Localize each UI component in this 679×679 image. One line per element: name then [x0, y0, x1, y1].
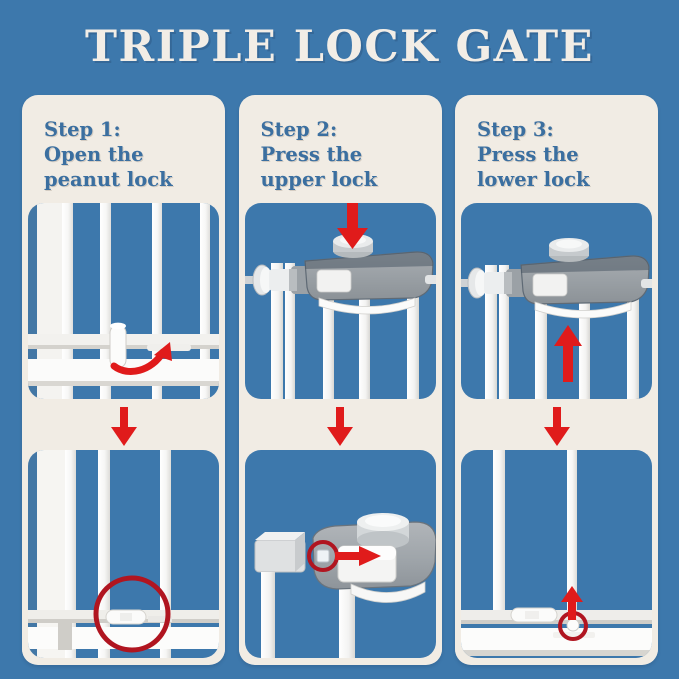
page-title: TRIPLE LOCK GATE — [85, 22, 594, 72]
step-1-line-3: peanut lock — [44, 168, 173, 191]
arrow-down-icon — [327, 407, 353, 446]
step-2-line-2: Press the — [260, 143, 363, 166]
step-1-line-2: Open the — [44, 143, 144, 166]
step-1-caption: Step 1: Open the peanut lock — [44, 117, 215, 192]
step-3-line-1: Step 3: — [477, 118, 554, 141]
step-3-top-photo — [455, 203, 658, 403]
step-3-line-2: Press the — [477, 143, 579, 166]
step-2-line-1: Step 2: — [260, 118, 338, 141]
step-3-flow-arrow — [455, 405, 658, 449]
step-card-2: Step 2: Press the upper lock — [238, 95, 442, 665]
step-card-1: Step 1: Open the peanut lock — [22, 95, 225, 665]
step-2-top-photo — [238, 203, 442, 403]
arrow-down-icon — [543, 407, 570, 446]
step-2-line-3: upper lock — [260, 168, 378, 191]
step-card-3: Step 3: Press the lower lock — [455, 95, 658, 665]
step-3-bottom-photo — [455, 450, 658, 662]
arrow-down-icon — [110, 407, 137, 446]
step-1-bottom-photo — [22, 450, 225, 662]
steps-container: Step 1: Open the peanut lock — [22, 95, 658, 665]
step-2-bottom-photo — [238, 450, 442, 662]
step-1-top-photo — [22, 203, 225, 403]
step-1-line-1: Step 1: — [44, 118, 121, 141]
step-3-caption: Step 3: Press the lower lock — [477, 117, 648, 192]
step-2-flow-arrow — [239, 405, 442, 449]
step-2-caption: Step 2: Press the upper lock — [261, 117, 432, 192]
step-1-flow-arrow — [22, 405, 225, 449]
step-3-line-3: lower lock — [477, 168, 590, 191]
